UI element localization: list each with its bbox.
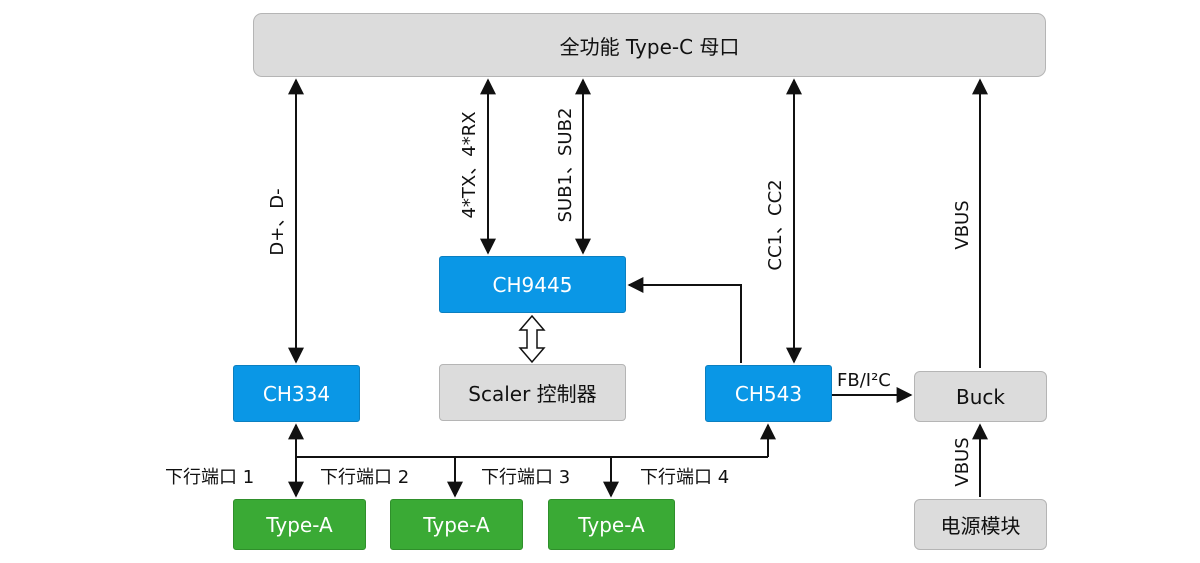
- scaler-controller-node: Scaler 控制器: [439, 364, 626, 421]
- ch9445-node: CH9445: [439, 256, 626, 313]
- buck-node: Buck: [914, 371, 1047, 422]
- ch543-to-ch9445-link: [627, 277, 742, 363]
- vbus-top-label: VBUS: [952, 200, 973, 249]
- type-a-node-3: Type-A: [548, 499, 675, 550]
- power-module-node: 电源模块: [914, 499, 1047, 550]
- vbus-bottom-label: VBUS: [952, 437, 973, 486]
- type-c-port-node: 全功能 Type-C 母口: [253, 13, 1046, 77]
- type-a-node-2: Type-A: [390, 499, 523, 550]
- port4-label: 下行端口 4: [640, 467, 729, 488]
- port1-label: 下行端口 1: [165, 467, 254, 488]
- usb2-label: D+、D-: [267, 188, 288, 255]
- tx-rx-label: 4*TX、4*RX: [459, 111, 480, 218]
- ch334-node: CH334: [233, 365, 360, 422]
- port2-label: 下行端口 2: [320, 467, 409, 488]
- port3-label: 下行端口 3: [481, 467, 570, 488]
- type-a-node-1: Type-A: [233, 499, 366, 550]
- cc-label: CC1、CC2: [765, 179, 786, 270]
- fb-i2c-label: FB/I²C: [837, 370, 891, 391]
- ch9445-scaler-double-arrow: [518, 314, 546, 364]
- ch543-node: CH543: [705, 365, 832, 422]
- sub-label: SUB1、SUB2: [555, 108, 576, 223]
